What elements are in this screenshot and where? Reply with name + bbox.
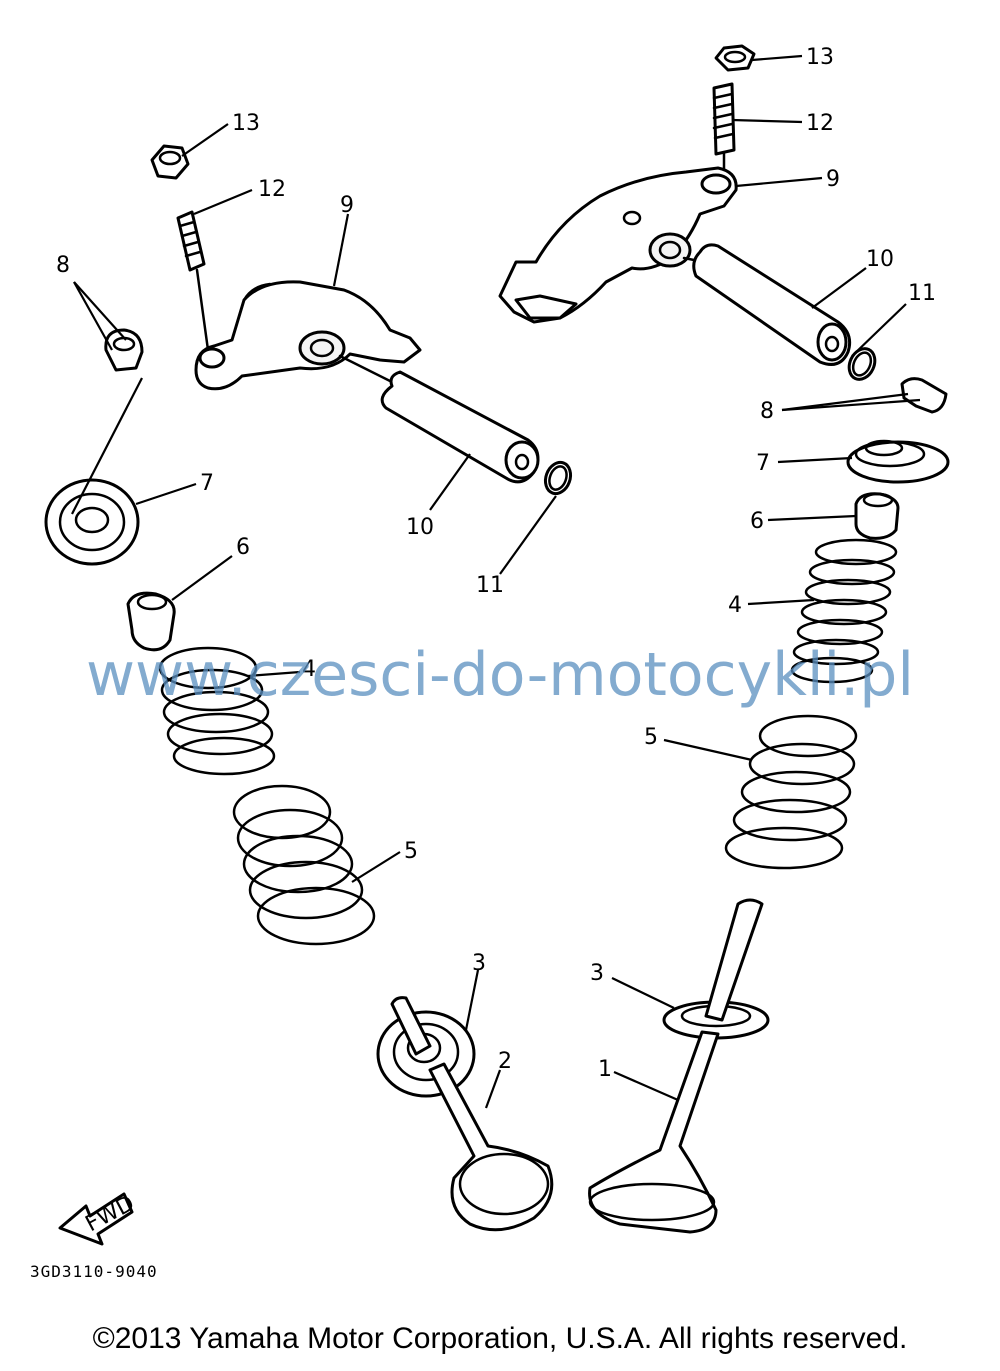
- valve-spring-inner-left: [158, 646, 276, 776]
- intake-valve: [390, 996, 554, 1232]
- nut-right: [714, 44, 756, 72]
- spring-seat-left: [376, 1010, 476, 1098]
- valve-stem-seal-left: [126, 591, 176, 652]
- copyright-notice: ©2013 Yamaha Motor Corporation, U.S.A. A…: [92, 1322, 908, 1355]
- rocker-arm-left: [194, 280, 422, 391]
- leader-lines: [71, 54, 921, 1109]
- callout-12-right: 12: [806, 111, 834, 136]
- nut-left: [150, 144, 190, 180]
- fwd-label: FWD: [82, 1191, 139, 1237]
- valve-spring-outer-right: [724, 714, 858, 870]
- callout-3-right: 3: [590, 961, 604, 986]
- rocker-arm-right: [498, 166, 738, 324]
- callout-1: 1: [598, 1057, 612, 1082]
- callout-8-right: 8: [760, 399, 774, 424]
- callout-2: 2: [498, 1049, 512, 1074]
- drawing-number: 3GD3110-9040: [30, 1262, 158, 1281]
- callout-11-right: 11: [908, 281, 936, 306]
- rocker-shaft-right: [682, 243, 852, 366]
- callout-10-right: 10: [866, 247, 894, 272]
- valve-spring-outer-left: [232, 784, 376, 946]
- callout-13-right: 13: [806, 45, 834, 70]
- callout-9-right: 9: [826, 167, 840, 192]
- callout-12-left: 12: [258, 177, 286, 202]
- callout-8-left: 8: [56, 253, 70, 278]
- rocker-shaft-left: [338, 354, 540, 484]
- callout-6-right: 6: [750, 509, 764, 534]
- adjusting-screw-right: [712, 82, 736, 178]
- callout-4-right: 4: [728, 593, 742, 618]
- callout-7-right: 7: [756, 451, 770, 476]
- callout-9-left: 9: [340, 193, 354, 218]
- valve-spring-inner-right: [790, 538, 898, 684]
- callout-labels: 13 12 9 8 7 6 4 5 10 11 3 2 13 12 9 10 1…: [56, 45, 936, 1082]
- callout-11-left: 11: [476, 573, 504, 598]
- valve-cotters-right: [900, 377, 948, 414]
- valve-spring-retainer-right: [846, 439, 950, 484]
- callout-13-left: 13: [232, 111, 260, 136]
- o-ring-right: [847, 347, 877, 381]
- valve-spring-retainer-left: [44, 478, 140, 566]
- valve-cotters-left: [104, 328, 144, 372]
- callout-10-left: 10: [406, 515, 434, 540]
- forward-arrow-icon: FWD: [58, 1191, 139, 1246]
- o-ring-left: [543, 460, 573, 496]
- callout-5-right: 5: [644, 725, 658, 750]
- callout-7-left: 7: [200, 471, 214, 496]
- exhaust-valve: [588, 898, 764, 1234]
- valve-stem-seal-right: [854, 492, 900, 540]
- callout-6-left: 6: [236, 535, 250, 560]
- callout-3-left: 3: [472, 951, 486, 976]
- callout-4-left: 4: [302, 657, 316, 682]
- adjusting-screw-left: [176, 210, 210, 352]
- callout-5-left: 5: [404, 839, 418, 864]
